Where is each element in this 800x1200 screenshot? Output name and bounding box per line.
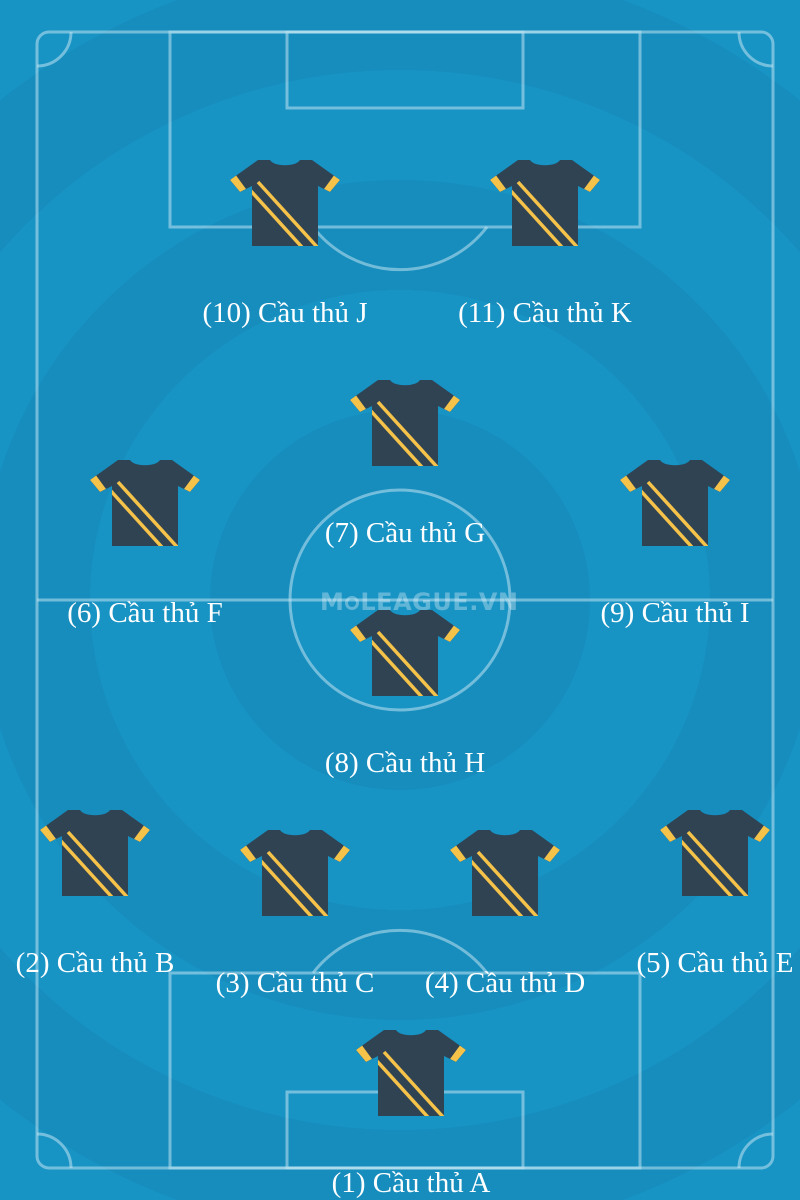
player-name: (9) Cầu thủ I xyxy=(600,597,750,629)
corner-arc-bottom-left xyxy=(36,1132,73,1169)
jersey-icon xyxy=(356,1030,466,1116)
player-name: (6) Cầu thủ F xyxy=(67,597,223,629)
corner-arc-top-right xyxy=(737,31,774,68)
top-penalty-arc xyxy=(311,226,489,272)
jersey-icon xyxy=(450,830,560,916)
jersey-icon xyxy=(620,460,730,546)
ball-icon xyxy=(345,596,360,610)
player-name: (1) Cầu thủ A xyxy=(331,1167,491,1199)
player-name: (2) Cầu thủ B xyxy=(15,947,175,979)
corner-arc-bottom-right xyxy=(737,1132,774,1169)
center-circle xyxy=(288,488,512,712)
jersey-icon xyxy=(40,810,150,896)
jersey-icon xyxy=(240,830,350,916)
player-name: (3) Cầu thủ C xyxy=(215,967,375,999)
player-name: (8) Cầu thủ H xyxy=(324,747,486,779)
jersey-icon xyxy=(350,610,460,696)
player-name: (10) Cầu thủ J xyxy=(202,297,368,329)
watermark-left-text: M xyxy=(320,588,345,616)
jersey-icon xyxy=(90,460,200,546)
corner-arc-top-left xyxy=(36,31,73,68)
bottom-penalty-arc xyxy=(311,928,489,974)
player-name: (4) Cầu thủ D xyxy=(424,967,586,999)
jersey-icon xyxy=(230,160,340,246)
player-name: (7) Cầu thủ G xyxy=(324,517,486,549)
jersey-icon xyxy=(490,160,600,246)
player-name: (5) Cầu thủ E xyxy=(636,947,794,979)
player-name: (11) Cầu thủ K xyxy=(458,297,632,329)
jersey-icon xyxy=(350,380,460,466)
top-goal-area xyxy=(285,30,525,110)
jersey-icon xyxy=(660,810,770,896)
